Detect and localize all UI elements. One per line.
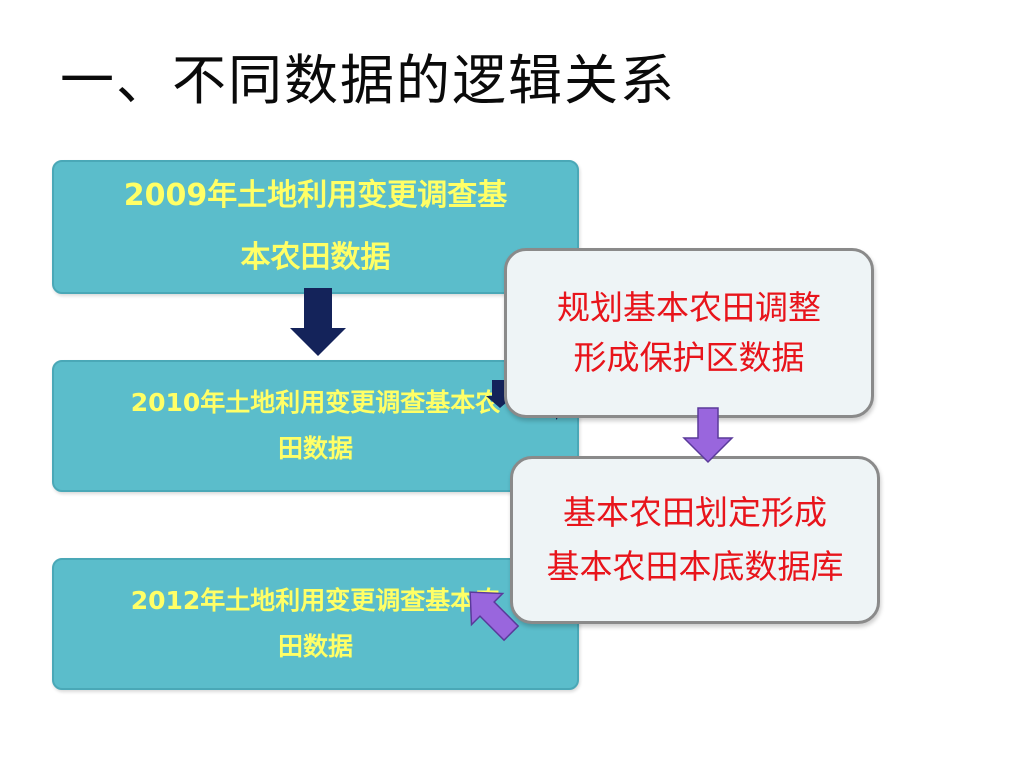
callout-designation-line1: 基本农田划定形成 [563,493,827,532]
box-2009-data: 2009年土地利用变更调查基 本农田数据 [52,160,579,294]
callout-plan-line2: 形成保护区数据 [573,338,805,377]
box-2010-line2: 田数据 [277,434,353,463]
callout-plan-adjust: 规划基本农田调整 形成保护区数据 [504,248,874,418]
callout-plan-line1: 规划基本农田调整 [557,288,821,327]
box-2010-line1: 2010年土地利用变更调查基本农 [130,388,501,417]
box-2009-line1: 2009年土地利用变更调查基 [123,178,508,213]
page-title: 一、不同数据的逻辑关系 [60,49,676,112]
arrow-down-purple-icon [682,407,734,464]
box-2012-line2: 田数据 [277,632,353,661]
callout-designation: 基本农田划定形成 基本农田本底数据库 [510,456,880,624]
box-2010-data: 2010年土地利用变更调查基本农 田数据 [52,360,579,492]
callout-designation-line2: 基本农田本底数据库 [546,547,844,586]
box-2009-line2: 本农田数据 [240,240,391,275]
box-2012-line1: 2012年土地利用变更调查基本农 [130,586,501,615]
arrow-diagonal-purple-icon [469,591,520,642]
arrow-down-navy-icon [290,288,346,356]
